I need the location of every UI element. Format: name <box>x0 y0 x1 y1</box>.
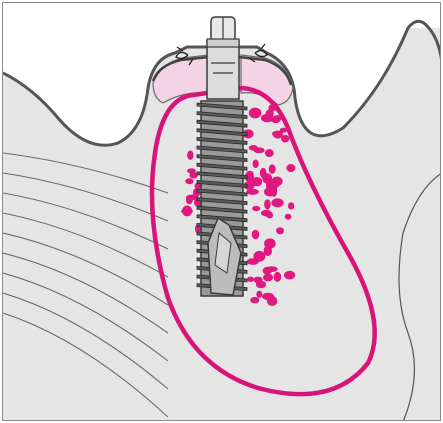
abutment <box>207 17 239 99</box>
graft-particle <box>286 164 295 172</box>
graft-particle <box>185 178 193 184</box>
graft-particle <box>263 274 273 282</box>
graft-particle <box>285 214 292 220</box>
graft-particle <box>186 195 193 204</box>
implant <box>197 101 247 296</box>
abutment-collar <box>207 41 239 99</box>
graft-particle <box>266 266 278 272</box>
graft-particle <box>189 172 197 178</box>
graft-particle <box>262 173 272 183</box>
graft-particle <box>252 206 260 211</box>
graft-particle <box>182 206 192 217</box>
graft-particle <box>271 198 283 207</box>
graft-particle <box>272 131 283 137</box>
implant-diagram <box>3 3 441 421</box>
graft-particle <box>252 230 260 239</box>
cap-base <box>207 39 239 47</box>
graft-particle <box>264 187 276 196</box>
graft-particle <box>187 151 193 160</box>
graft-particle <box>247 277 254 282</box>
graft-particle <box>250 297 259 303</box>
graft-particle <box>271 177 282 187</box>
graft-particle <box>274 272 282 282</box>
graft-particle <box>253 160 259 169</box>
graft-particle <box>256 281 266 288</box>
graft-particle <box>247 258 259 265</box>
graft-particle <box>265 149 274 157</box>
graft-particle <box>281 135 289 143</box>
graft-particle <box>276 227 284 234</box>
graft-particle <box>254 147 265 153</box>
graft-particle <box>252 108 259 113</box>
graft-particle <box>261 114 274 122</box>
graft-particle <box>288 202 294 209</box>
graft-particle <box>284 271 295 280</box>
graft-particle <box>261 210 272 217</box>
graft-particle <box>264 238 276 248</box>
graft-particle <box>269 164 276 174</box>
graft-particle <box>267 296 277 306</box>
graft-particle <box>264 199 271 209</box>
graft-particle <box>256 291 262 298</box>
